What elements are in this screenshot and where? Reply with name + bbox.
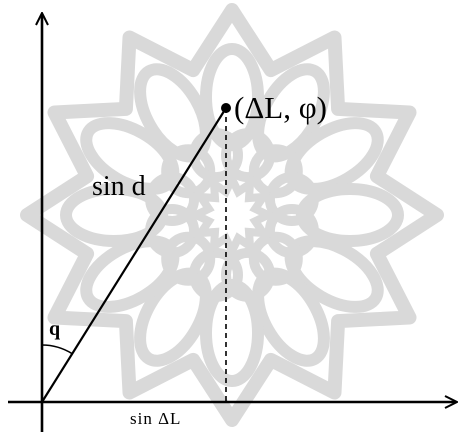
point-marker xyxy=(221,103,231,113)
star-rosette-watermark-icon xyxy=(20,3,444,427)
hypotenuse-line xyxy=(41,107,227,403)
base-label: sin ΔL xyxy=(130,409,181,428)
hypotenuse-label: sin d xyxy=(92,171,146,202)
angle-arc xyxy=(41,344,73,355)
point-label: (ΔL, φ) xyxy=(234,90,327,125)
angle-label: q xyxy=(49,318,60,340)
